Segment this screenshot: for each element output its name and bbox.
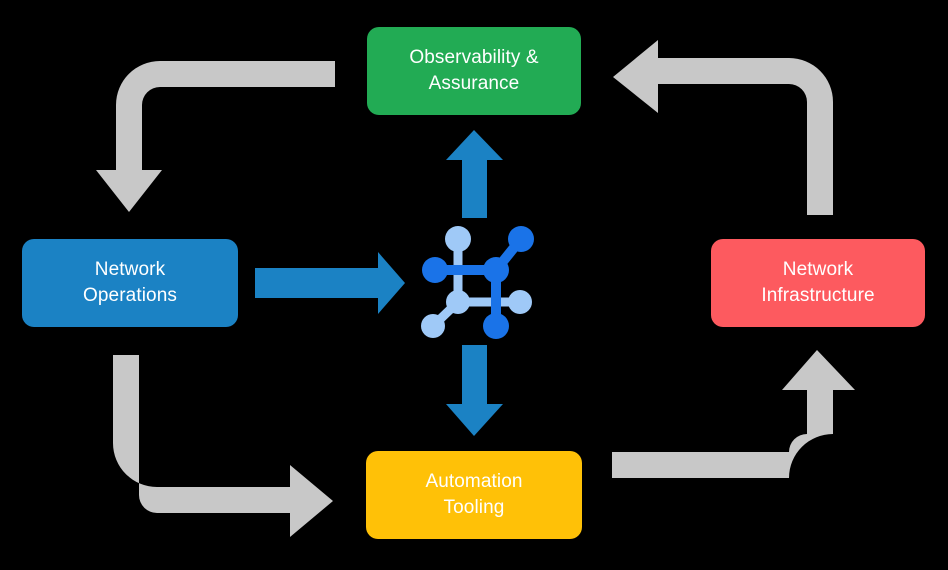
node-label-operations: Network Operations — [83, 258, 177, 306]
arrow-automation-to-infrastructure — [612, 350, 855, 478]
node-label-observability: Observability & Assurance — [409, 46, 539, 94]
node-box-operations[interactable]: Network Operations — [22, 239, 238, 327]
arrow-infrastructure-to-observability — [613, 40, 833, 215]
network-topology-icon — [418, 222, 536, 340]
node-box-observability[interactable]: Observability & Assurance — [367, 27, 581, 115]
node-label-automation: Automation Tooling — [425, 470, 523, 518]
arrow-center-to-automation — [446, 345, 503, 436]
network-light-nodes — [421, 226, 532, 338]
arrow-center-to-observability — [446, 130, 503, 218]
arrow-operations-to-center — [255, 252, 405, 314]
arrow-operations-to-automation — [113, 355, 333, 537]
arrow-observability-to-operations — [96, 61, 335, 212]
node-label-infrastructure: Network Infrastructure — [761, 258, 875, 306]
network-dark-nodes — [422, 226, 534, 339]
node-box-automation[interactable]: Automation Tooling — [366, 451, 582, 539]
node-box-infrastructure[interactable]: Network Infrastructure — [711, 239, 925, 327]
